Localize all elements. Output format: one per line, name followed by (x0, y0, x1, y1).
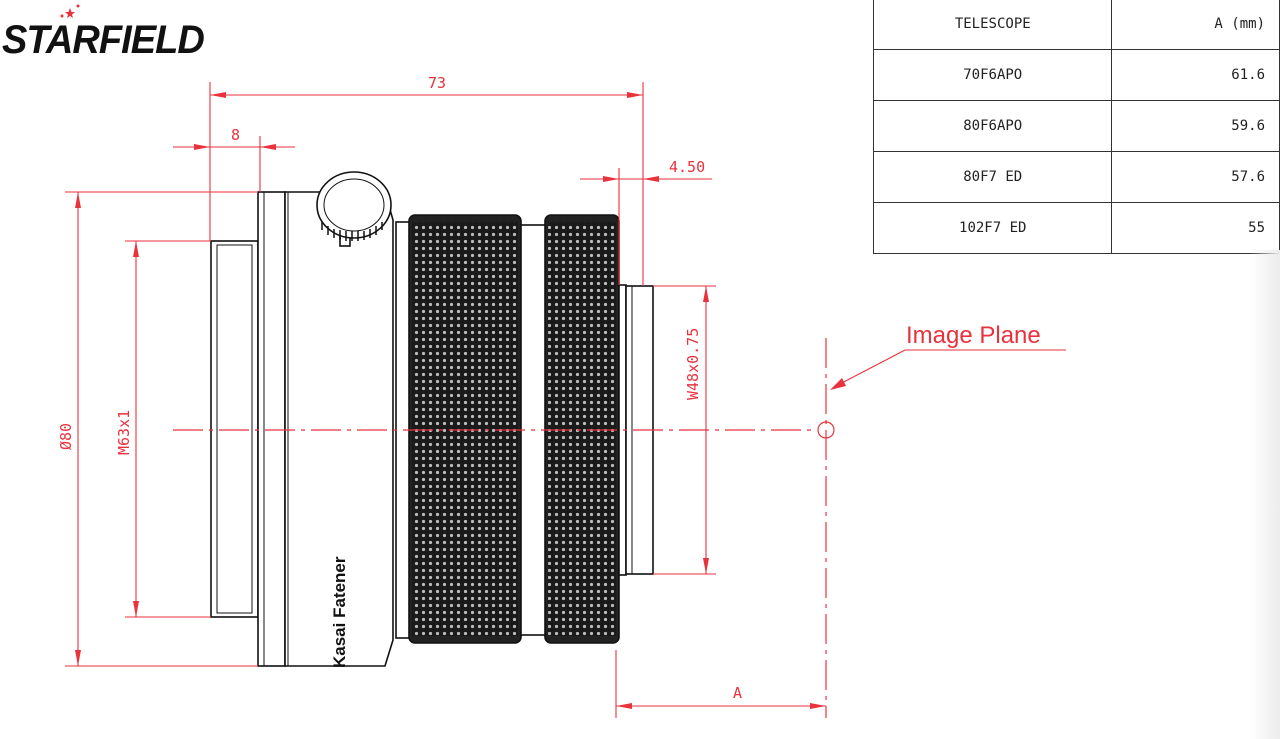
dim-back-focus: A (733, 684, 742, 702)
table-cell-telescope: 70F6APO (872, 49, 1113, 101)
table-cell-telescope: 102F7 ED (872, 202, 1113, 254)
table-cell-telescope: 80F6APO (872, 100, 1113, 152)
edge-shadow (1250, 250, 1280, 739)
knurled-ring-1 (412, 222, 518, 636)
logo-stars (60, 4, 80, 18)
table-row: 102F7 ED 55 (872, 202, 1280, 254)
starfield-logo: STARFIELD (2, 18, 205, 63)
table-cell-a: 61.6 (1111, 49, 1280, 101)
table-header-row: TELESCOPE A (mm) (872, 0, 1280, 50)
table-cell-a: 55 (1111, 202, 1280, 254)
dimension-lines (65, 82, 1066, 718)
table-cell-a: 59.6 (1111, 100, 1280, 152)
knurled-ring-2 (548, 222, 616, 636)
dim-front-thread: M63x1 (115, 410, 133, 455)
table-header-telescope: TELESCOPE (872, 0, 1113, 50)
dim-front-thread-length: 8 (231, 126, 240, 144)
dim-overall-length: 73 (428, 74, 446, 92)
table-row: 80F7 ED 57.6 (872, 151, 1280, 203)
dim-rear-thread: W48x0.75 (684, 328, 702, 400)
image-plane-marker (817, 421, 835, 439)
table-row: 70F6APO 61.6 (872, 49, 1280, 101)
logo-text: STARFIELD (2, 18, 205, 62)
knob-ticks (321, 222, 383, 241)
table-header-a: A (mm) (1111, 0, 1280, 50)
back-focus-table: TELESCOPE A (mm) 70F6APO 61.6 80F6APO 59… (872, 0, 1280, 254)
table-row: 80F6APO 59.6 (872, 100, 1280, 152)
table-cell-telescope: 80F7 ED (872, 151, 1113, 203)
body-brand-text: Kasai Fatener (330, 556, 349, 668)
dim-rear-offset: 4.50 (669, 158, 705, 176)
table-cell-a: 57.6 (1111, 151, 1280, 203)
dim-outer-diameter: Ø80 (57, 423, 75, 450)
image-plane-label: Image Plane (906, 322, 1041, 349)
